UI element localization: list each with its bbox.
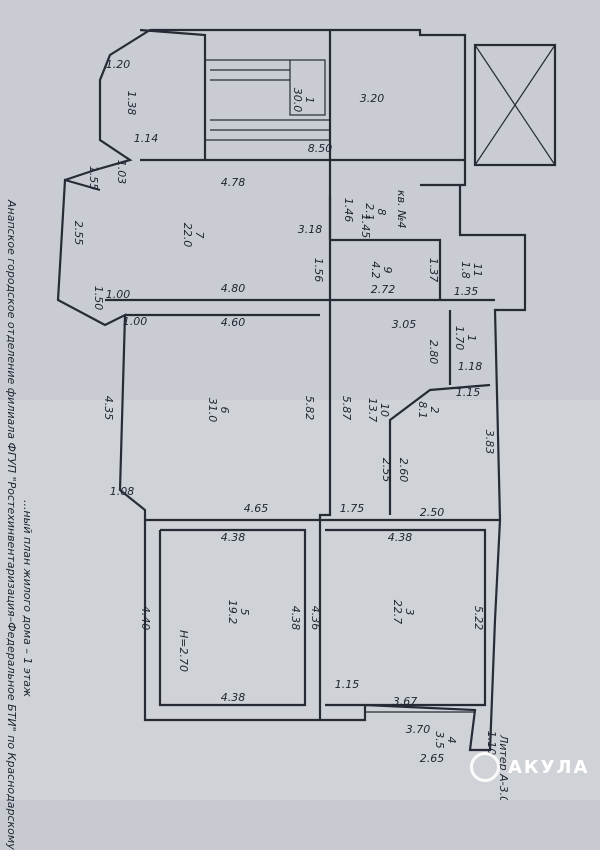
dimension-label: 4.60 [221, 316, 246, 329]
room-area: 1.70 [453, 326, 466, 351]
room-area: 2.1 [363, 203, 376, 221]
room-number: 11 [471, 263, 484, 277]
liter-label: Литер А-3.0 [497, 734, 510, 800]
room-number: 8 [375, 209, 388, 216]
dimension-label: 3.18 [298, 223, 323, 236]
dimension-label: 4.38 [221, 531, 246, 544]
dimension-label: 2.55 [72, 221, 85, 246]
dimension-label: 2.72 [371, 283, 396, 296]
dimension-label: 4.80 [221, 282, 246, 295]
room-area: 8.1 [416, 401, 429, 419]
room-number: 3 [403, 609, 416, 616]
dimension-label: 1.08 [110, 485, 135, 498]
dimension-label: 3.83 [483, 430, 496, 455]
room-area: 13.7 [366, 398, 379, 423]
dimension-label: 1.45 [359, 214, 372, 239]
dimension-label: 4.78 [221, 176, 246, 189]
dimension-label: 1.75 [340, 502, 365, 515]
dimension-label: 4.65 [244, 502, 269, 515]
dimension-label: 2.55 [380, 458, 393, 483]
dimension-label: 2.65 [420, 752, 445, 765]
apartment-label: кв. №4 [395, 190, 408, 229]
room-area: 22.0 [181, 223, 194, 248]
room-number: 1 [465, 335, 478, 342]
dimension-label: 1.10 [485, 731, 498, 756]
dimension-label: 1.35 [454, 285, 479, 298]
dimension-label: 4.38 [289, 606, 302, 631]
dimension-label: 1.00 [106, 288, 131, 301]
dimension-label: 4.36 [309, 606, 322, 631]
document-header: Анапское городское отделение филиала ФГУ… [4, 200, 44, 850]
dimension-label: 1.37 [427, 258, 440, 283]
dimension-label: 1.56 [312, 258, 325, 283]
dimension-label: 1.46 [342, 198, 355, 223]
room-area: 3.5 [433, 731, 446, 749]
dimension-label: 1.55 [87, 166, 100, 191]
watermark-text: АКУЛА [508, 756, 590, 778]
room-number: 6 [218, 407, 231, 414]
header-line-2: ...ный план жилого дома – 1 этаж [21, 500, 34, 697]
dimension-label: 1.38 [125, 91, 138, 116]
room-area: 4.2 [369, 261, 382, 279]
dimension-label: 1.50 [92, 286, 105, 311]
dimension-label: 3.20 [360, 92, 385, 105]
dimension-label: 3.05 [392, 318, 417, 331]
ceiling-height-label: H=2.70 [177, 630, 190, 672]
dimension-label: 4.38 [221, 691, 246, 704]
watermark: АКУЛА [470, 752, 589, 782]
room-area: 22.7 [391, 600, 404, 625]
room-number: 1 [303, 97, 316, 104]
room-area: 19.2 [226, 600, 239, 625]
dimension-label: 4.38 [388, 531, 413, 544]
dimension-label: 1.15 [456, 386, 481, 399]
room-number: 4 [445, 737, 458, 744]
dimension-label: 2.50 [420, 506, 445, 519]
watermark-logo-icon [470, 752, 500, 782]
dimension-label: 5.22 [472, 606, 485, 631]
room-number: 9 [381, 267, 394, 274]
dimension-label: 3.70 [406, 723, 431, 736]
dimension-label: 1.00 [123, 315, 148, 328]
room-area: 31.0 [206, 398, 219, 423]
dimension-label: 1.18 [458, 360, 483, 373]
room-number: 7 [193, 232, 206, 239]
dimension-label: 2.60 [397, 458, 410, 483]
room-number: 10 [378, 403, 391, 417]
dimension-label: 4.40 [139, 606, 152, 631]
room-number: 5 [238, 609, 251, 616]
dimension-label: 1.15 [335, 678, 360, 691]
dimension-label: 2.80 [427, 340, 440, 365]
dimension-label: 4.35 [102, 396, 115, 421]
dimension-label: 5.87 [340, 396, 353, 421]
dimension-label: 3.67 [393, 695, 418, 708]
walls [56, 28, 557, 752]
room-area: 1.8 [459, 261, 472, 279]
dimension-label: 1.20 [106, 58, 131, 71]
room-area: 30.0 [291, 88, 304, 113]
dimension-label: 1.14 [134, 132, 159, 145]
dimension-label: 8.50 [308, 142, 333, 155]
room-number: 2 [428, 407, 441, 414]
dimension-label: 5.82 [303, 396, 316, 421]
header-line-1: Анапское городское отделение филиала ФГУ… [5, 200, 18, 850]
dimension-label: 1.03 [115, 160, 128, 185]
